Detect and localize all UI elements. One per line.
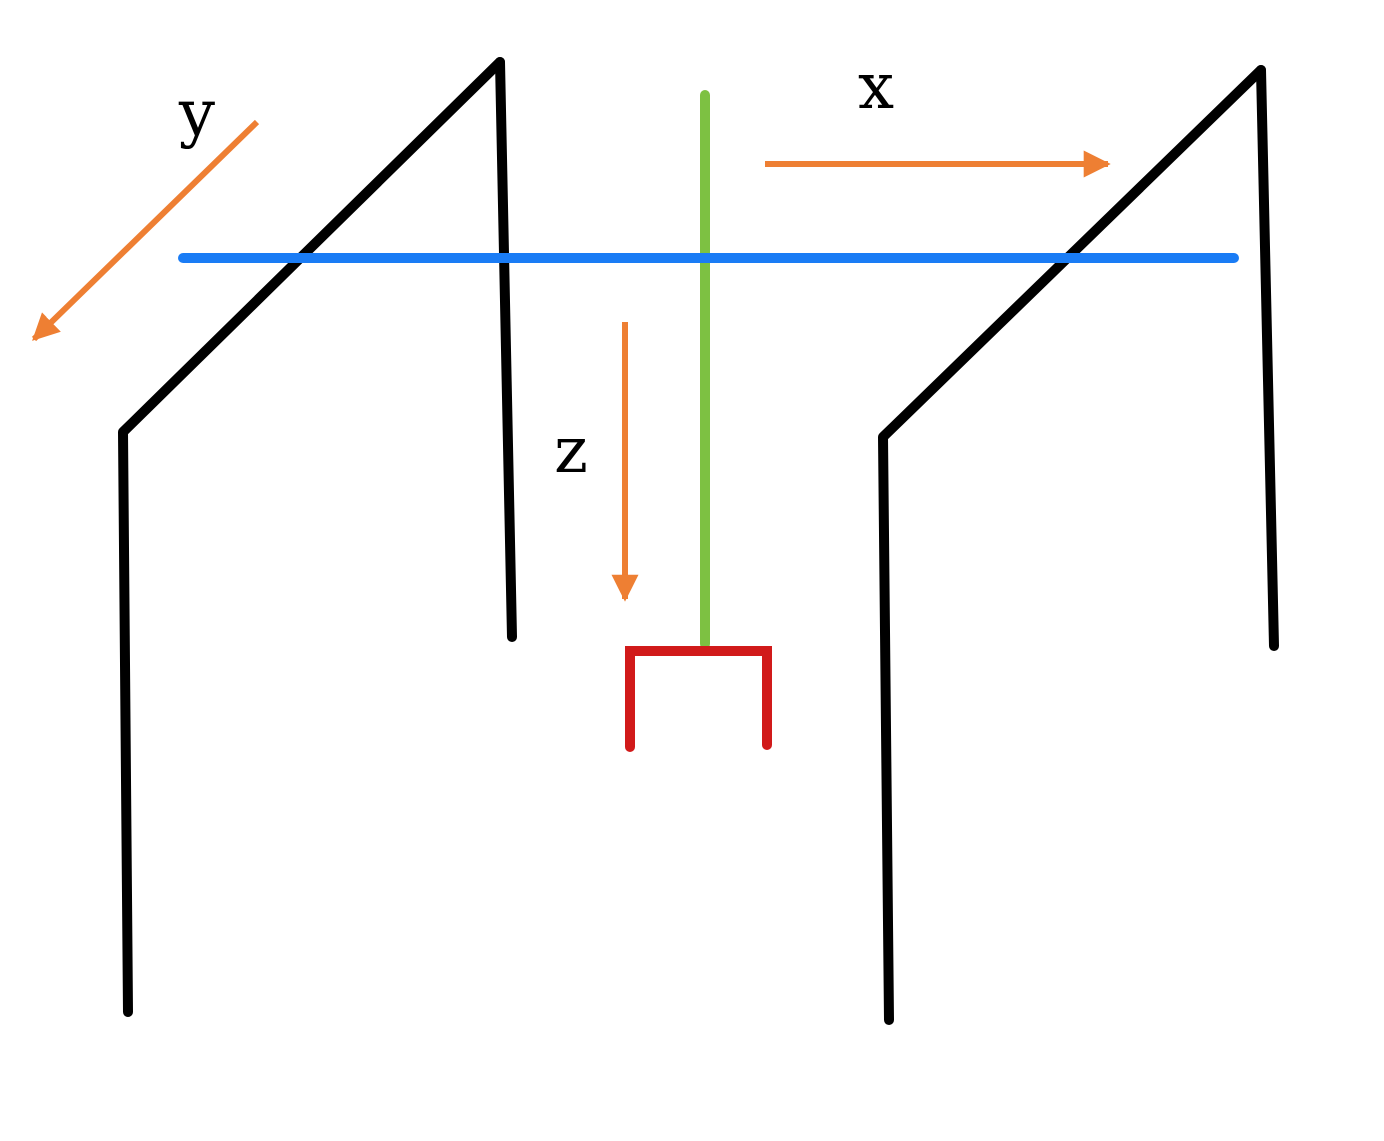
x-axis-label: x bbox=[858, 50, 894, 124]
left-frame-back-leg bbox=[495, 57, 517, 642]
gripper bbox=[625, 646, 772, 752]
right-frame-back-leg bbox=[1256, 65, 1279, 651]
right-frame-front-leg-and-rail bbox=[878, 65, 1266, 1025]
y-direction-arrow bbox=[31, 119, 260, 342]
left-frame-front-leg-and-rail bbox=[118, 57, 505, 1017]
z-axis-label: z bbox=[554, 414, 588, 488]
y-axis-label: y bbox=[178, 77, 215, 151]
